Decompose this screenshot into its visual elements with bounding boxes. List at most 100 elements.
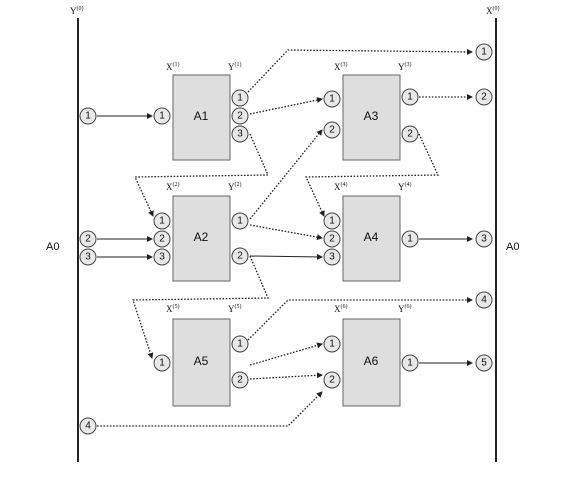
port-a2-in-3: 3 [153, 248, 171, 266]
label-y2: Y(2) [228, 181, 242, 192]
port-a3-out-2: 2 [401, 125, 419, 143]
svg-text:3: 3 [159, 252, 165, 263]
port-right-bus-2: 2 [475, 88, 493, 106]
a0-right-label: A0 [506, 241, 519, 253]
label-y6: Y(6) [398, 303, 412, 314]
svg-text:1: 1 [237, 216, 243, 227]
port-a6-out-1: 1 [401, 354, 419, 372]
port-a5-out-2: 2 [231, 371, 249, 389]
port-a1-out-1: 1 [231, 89, 249, 107]
port-left-bus-4: 4 [79, 417, 97, 435]
label-x1: X(1) [166, 61, 180, 72]
port-a6-in-2: 2 [323, 371, 341, 389]
svg-text:3: 3 [85, 252, 91, 263]
svg-text:3: 3 [237, 129, 243, 140]
svg-text:2: 2 [407, 129, 413, 140]
block-a3-label: A3 [364, 109, 379, 123]
port-a4-in-1: 1 [323, 212, 341, 230]
label-x3: X(3) [334, 61, 348, 72]
svg-text:1: 1 [85, 111, 91, 122]
svg-text:2: 2 [159, 234, 165, 245]
svg-text:2: 2 [237, 111, 243, 122]
svg-text:1: 1 [329, 216, 335, 227]
svg-text:1: 1 [329, 94, 335, 105]
svg-text:2: 2 [237, 251, 243, 262]
port-left-bus-1: 1 [79, 107, 97, 125]
svg-text:1: 1 [407, 358, 413, 369]
port-a1-in-1: 1 [153, 107, 171, 125]
a0-left-label: A0 [46, 241, 59, 253]
svg-text:1: 1 [481, 47, 487, 58]
port-a3-in-1: 1 [323, 90, 341, 108]
port-left-bus-2: 2 [79, 230, 97, 248]
label-y1: Y(1) [228, 61, 242, 72]
svg-text:2: 2 [329, 234, 335, 245]
port-a4-in-2: 2 [323, 230, 341, 248]
conn-a2out2-a5in1 [132, 255, 269, 359]
svg-text:1: 1 [407, 92, 413, 103]
port-a3-out-1: 1 [401, 88, 419, 106]
label-x6: X(6) [334, 303, 348, 314]
svg-text:1: 1 [159, 111, 165, 122]
conn-a2out1-a4in2 [249, 224, 323, 241]
port-a4-in-3: 3 [323, 248, 341, 266]
svg-text:1: 1 [159, 358, 165, 369]
port-a1-out-2: 2 [231, 107, 249, 125]
label-x4: X(4) [334, 181, 348, 192]
label-x2: X(2) [166, 181, 180, 192]
conn-a1out2-a3in1 [249, 97, 323, 115]
port-a1-out-3: 3 [231, 125, 249, 143]
conn-a5out2-a6in2 [249, 372, 323, 380]
port-a4-out-1: 1 [401, 230, 419, 248]
svg-text:1: 1 [159, 216, 165, 227]
port-right-bus-1: 1 [475, 43, 493, 61]
block-a4-label: A4 [364, 230, 379, 244]
svg-text:3: 3 [481, 234, 487, 245]
svg-text:2: 2 [329, 125, 335, 136]
svg-text:1: 1 [237, 93, 243, 104]
svg-text:2: 2 [237, 375, 243, 386]
port-a3-in-2: 2 [323, 121, 341, 139]
port-right-bus-3: 3 [475, 230, 493, 248]
bus-label-x0: X(0) [486, 5, 500, 16]
port-a2-in-1: 1 [153, 212, 171, 230]
conn-a3out2-a4in1 [304, 133, 440, 217]
svg-text:1: 1 [329, 339, 335, 350]
bus-label-y0: Y(0) [70, 5, 84, 16]
label-y4: Y(4) [398, 181, 412, 192]
port-a2-in-2: 2 [153, 230, 171, 248]
block-a2-label: A2 [194, 230, 209, 244]
conn-a5out1-a6in1 [249, 342, 323, 366]
conn-a2out2-a4in3 [249, 253, 323, 260]
block-a1-label: A1 [194, 109, 209, 123]
label-y3: Y(3) [398, 61, 412, 72]
conn-a1out1-bus1 [247, 48, 473, 93]
conn-a1out3-a2in1 [133, 133, 269, 217]
label-x5: X(5) [166, 303, 180, 314]
svg-text:4: 4 [85, 421, 91, 432]
port-left-bus-3: 3 [79, 248, 97, 266]
port-right-bus-4: 4 [475, 291, 493, 309]
conn-a5out1-bus4 [247, 297, 473, 341]
port-a2-out-2: 2 [231, 247, 249, 265]
svg-text:1: 1 [407, 234, 413, 245]
port-a5-in-1: 1 [153, 354, 171, 372]
block-a5-label: A5 [194, 354, 209, 368]
block-a5: A5 [172, 318, 231, 407]
svg-text:2: 2 [481, 92, 487, 103]
svg-text:1: 1 [237, 339, 243, 350]
block-a6-label: A6 [364, 354, 379, 368]
label-y5: Y(5) [228, 303, 242, 314]
port-right-bus-5: 5 [475, 354, 493, 372]
svg-text:4: 4 [481, 295, 487, 306]
svg-text:5: 5 [481, 358, 487, 369]
block-a2: A2 [172, 195, 231, 282]
svg-text:3: 3 [329, 252, 335, 263]
block-a1: A1 [172, 74, 231, 161]
port-a5-out-1: 1 [231, 335, 249, 353]
svg-text:2: 2 [85, 234, 91, 245]
block-a4: A4 [342, 195, 401, 282]
svg-text:2: 2 [329, 375, 335, 386]
port-a2-out-1: 1 [231, 212, 249, 230]
